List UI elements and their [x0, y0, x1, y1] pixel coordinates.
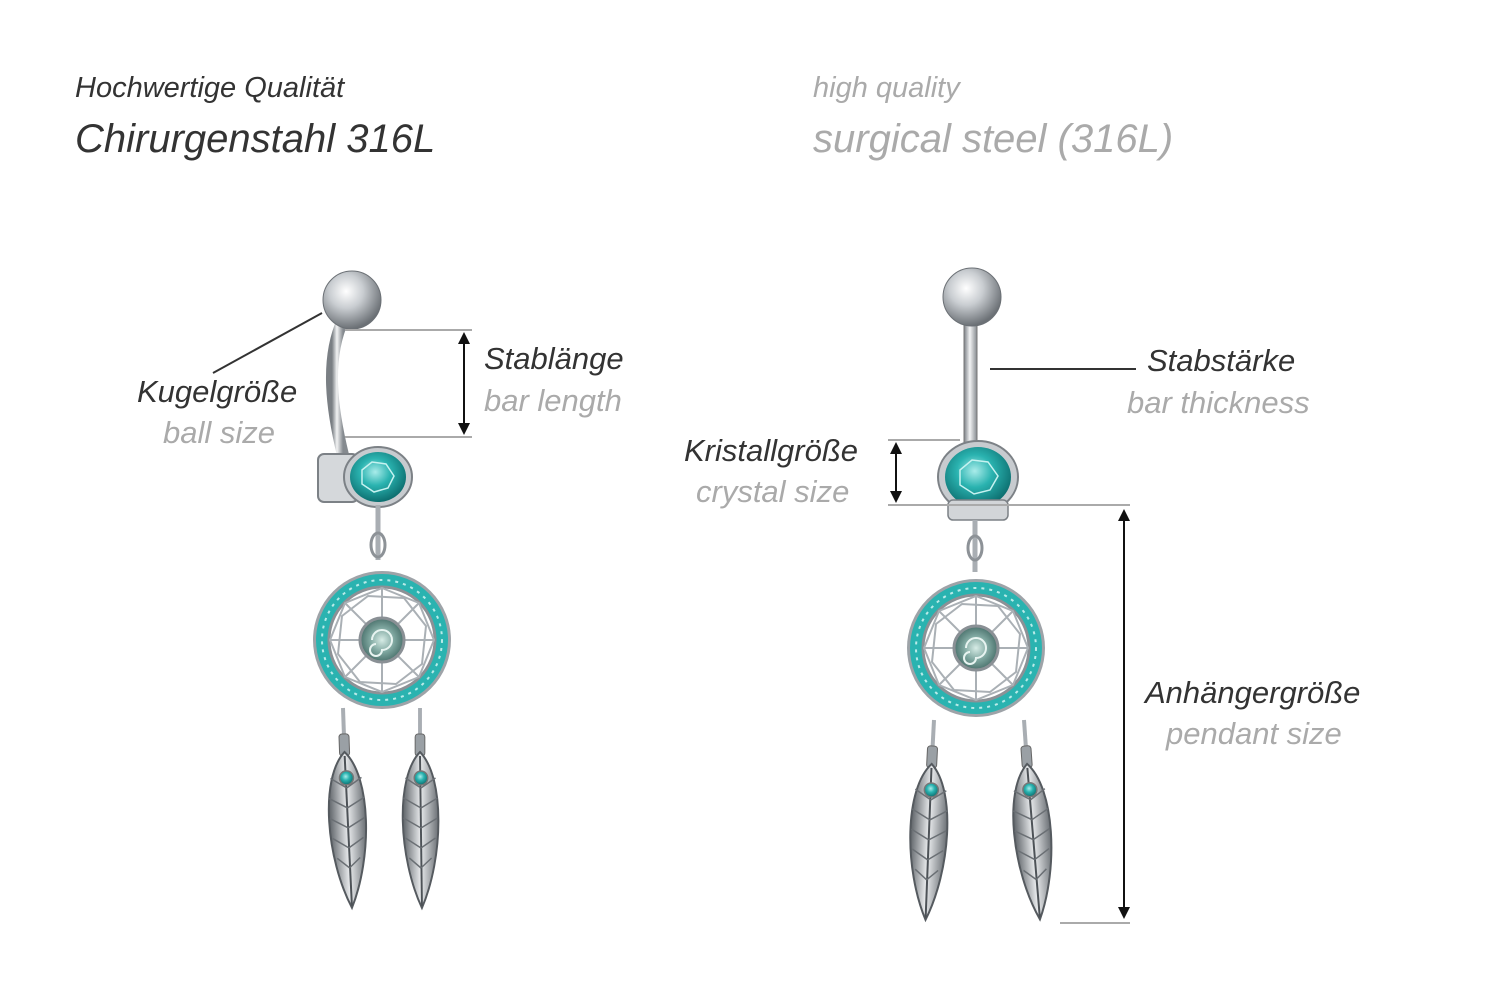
right-piercing: [906, 267, 1059, 923]
label-bar-length-de: Stablänge: [484, 341, 624, 376]
left-piercing: [315, 270, 449, 909]
label-bar-thickness-de: Stabstärke: [1147, 343, 1296, 378]
bar-length-dimension: [345, 329, 472, 438]
label-bar-thickness-en: bar thickness: [1127, 385, 1310, 420]
subtitle-en: high quality: [813, 72, 960, 104]
label-bar-length-en: bar length: [484, 383, 622, 418]
label-ball-size-de: Kugelgröße: [137, 374, 298, 409]
label-crystal-size-de: Kristallgröße: [684, 433, 858, 468]
title-de: Chirurgenstahl 316L: [75, 117, 436, 161]
subtitle-de: Hochwertige Qualität: [75, 72, 345, 104]
label-pendant-size-en: pendant size: [1166, 716, 1342, 751]
ball-size-leader: [212, 312, 323, 374]
label-ball-size-en: ball size: [163, 415, 275, 450]
pendant-size-dimension: [1060, 509, 1130, 924]
crystal-size-dimension: [888, 439, 1130, 506]
title-en: surgical steel (316L): [813, 117, 1174, 161]
label-pendant-size-de: Anhängergröße: [1145, 675, 1361, 710]
label-crystal-size-en: crystal size: [696, 474, 850, 509]
